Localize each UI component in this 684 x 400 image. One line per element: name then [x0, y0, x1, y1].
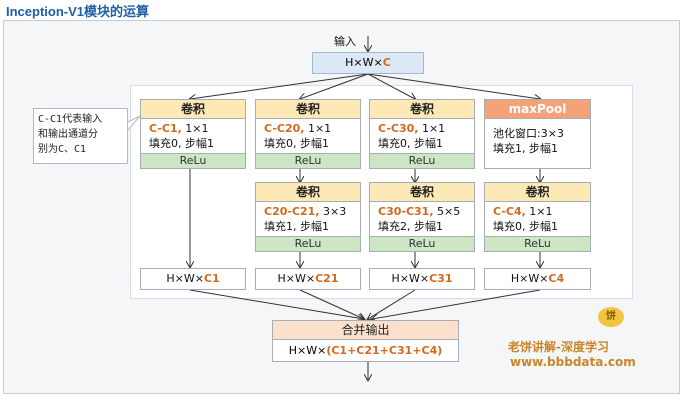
conv-box-c30-c31: 卷积 C30-C31, 5×5 填充2, 步幅1 ReLu: [369, 182, 475, 252]
relu-label: ReLu: [370, 236, 474, 251]
logo-icon: 饼: [598, 307, 624, 327]
relu-label: ReLu: [256, 236, 360, 251]
conv-header: 卷积: [370, 100, 474, 119]
output-shape-channel: C21: [315, 272, 339, 285]
input-label: 输入: [334, 35, 356, 48]
merge-arrow-4: [372, 289, 541, 319]
kernel-size: 5×5: [437, 205, 461, 218]
channel-callout: C-C1代表输入 和输出通道分 别为C、C1: [33, 108, 128, 164]
output-shape-c1: H×W×C1: [140, 268, 246, 290]
output-shape-channel: C31: [429, 272, 453, 285]
merge-arrow-1: [189, 289, 364, 319]
kernel-size: 1×1: [421, 122, 446, 135]
callout-line-2: 和输出通道分: [38, 129, 98, 140]
conv-header: 卷积: [485, 183, 590, 202]
input-shape-prefix: H×W×: [345, 56, 383, 69]
kernel-size: 1×1: [529, 205, 553, 218]
conv-box-c20-c21: 卷积 C20-C21, 3×3 填充1, 步幅1 ReLu: [255, 182, 361, 252]
conv-header: 卷积: [256, 100, 360, 119]
relu-label: ReLu: [370, 153, 474, 168]
merge-output-box: 合并输出 H×W×(C1+C21+C31+C4): [272, 320, 459, 362]
merge-header: 合并输出: [273, 321, 458, 340]
kernel-size: 1×1: [307, 122, 332, 135]
conv-name: C-C20,: [264, 122, 305, 135]
relu-label: ReLu: [141, 153, 245, 168]
conv-name: C30-C31,: [378, 205, 434, 218]
watermark-text: 老饼讲解-深度学习: [508, 340, 609, 354]
conv-name: C-C1,: [149, 122, 182, 135]
input-shape-channel: C: [382, 56, 391, 69]
conv-header: 卷积: [370, 183, 474, 202]
conv-padding-stride: 填充0, 步幅1: [149, 137, 214, 150]
conv-box-c20: 卷积 C-C20, 1×1 填充0, 步幅1 ReLu: [255, 99, 361, 169]
conv-padding-stride: 填充0, 步幅1: [378, 137, 443, 150]
output-shape-c21: H×W×C21: [255, 268, 361, 290]
conv-padding-stride: 填充0, 步幅1: [493, 220, 558, 233]
callout-line-3: 别为C、C1: [38, 144, 87, 155]
output-shape-prefix: H×W×: [391, 272, 430, 285]
relu-label: ReLu: [256, 153, 360, 168]
kernel-size: 3×3: [323, 205, 347, 218]
callout-line-1: C-C1代表输入: [38, 114, 103, 125]
diagram-title: Inception-V1模块的运算: [6, 4, 150, 19]
callout-pointer: [127, 115, 141, 131]
output-shape-channel: C4: [548, 272, 565, 285]
output-shape-prefix: H×W×: [510, 272, 549, 285]
pool-padding-stride: 填充1, 步幅1: [493, 142, 558, 155]
conv-header: 卷积: [256, 183, 360, 202]
conv-padding-stride: 填充0, 步幅1: [264, 137, 329, 150]
output-shape-channel: C1: [203, 272, 220, 285]
conv-header: 卷积: [141, 100, 245, 119]
output-shape-c4: H×W×C4: [484, 268, 591, 290]
conv-padding-stride: 填充1, 步幅1: [264, 220, 329, 233]
branch-arrow-2: [300, 73, 369, 99]
branch-arrow-4: [367, 73, 540, 99]
output-shape-c31: H×W×C31: [369, 268, 475, 290]
conv-name: C-C4,: [493, 205, 526, 218]
output-shape-prefix: H×W×: [166, 272, 204, 285]
output-shape-prefix: H×W×: [277, 272, 316, 285]
merge-arrow-3: [368, 289, 416, 319]
watermark-url: www.bbbdata.com: [510, 355, 636, 369]
merge-shape-channels: (C1+C21+C31+C4): [326, 344, 443, 357]
pool-window: 池化窗口:3×3: [493, 127, 564, 140]
branch-arrow-3: [367, 73, 415, 99]
conv-box-c30: 卷积 C-C30, 1×1 填充0, 步幅1 ReLu: [369, 99, 475, 169]
conv-name: C20-C21,: [264, 205, 320, 218]
relu-label: ReLu: [485, 236, 590, 251]
conv-name: C-C30,: [378, 122, 419, 135]
branch-arrow-1: [190, 73, 369, 99]
input-shape-box: H×W×C: [312, 52, 424, 74]
maxpool-box: maxPool 池化窗口:3×3 填充1, 步幅1: [484, 99, 591, 169]
merge-shape-prefix: H×W×: [288, 344, 327, 357]
conv-padding-stride: 填充2, 步幅1: [378, 220, 443, 233]
kernel-size: 1×1: [185, 122, 209, 135]
conv-box-c1: 卷积 C-C1, 1×1 填充0, 步幅1 ReLu: [140, 99, 246, 169]
conv-box-c4: 卷积 C-C4, 1×1 填充0, 步幅1 ReLu: [484, 182, 591, 252]
maxpool-header: maxPool: [485, 100, 590, 119]
merge-arrow-2: [299, 289, 364, 319]
